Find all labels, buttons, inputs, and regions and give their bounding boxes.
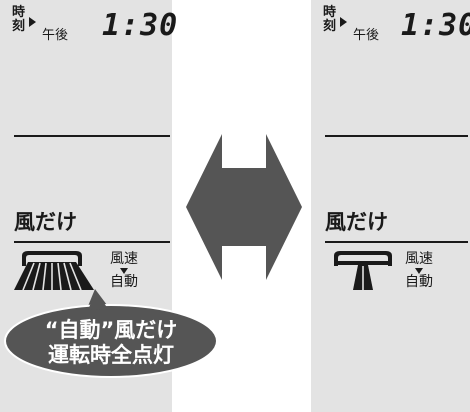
mode-name: 風だけ xyxy=(14,210,77,234)
fan-speed-value: 自動 xyxy=(110,274,138,290)
fan-all-segments-lit-icon xyxy=(14,251,94,291)
fan-speed-label: 風速 xyxy=(110,251,138,267)
time-label: 時刻 xyxy=(12,5,26,34)
divider xyxy=(325,135,468,137)
clock-time: 1:30 xyxy=(102,8,179,43)
divider xyxy=(14,135,170,137)
fan-speed-label: 風速 xyxy=(405,251,433,267)
callout-text: “自動”風だけ 運転時全点灯 xyxy=(16,318,206,368)
triangle-pointer-icon xyxy=(29,17,36,27)
down-arrow-icon xyxy=(415,268,423,274)
callout-bubble xyxy=(4,289,218,378)
callout-line-2: 運転時全点灯 xyxy=(48,343,174,367)
display-panel-right: 時刻 午後 1:30 風だけ 風速 自動 xyxy=(311,0,470,412)
double-headed-arrow-icon xyxy=(186,134,302,280)
ampm-indicator: 午後 xyxy=(353,28,380,43)
callout-line-1: “自動”風だけ xyxy=(44,318,178,342)
divider xyxy=(325,241,468,243)
time-label: 時刻 xyxy=(323,5,337,34)
triangle-pointer-icon xyxy=(340,17,347,27)
mode-name: 風だけ xyxy=(325,210,388,234)
clock-time: 1:30 xyxy=(401,8,470,43)
down-arrow-icon xyxy=(120,268,128,274)
fan-speed-indicator: 風速 自動 xyxy=(108,251,140,291)
ampm-indicator: 午後 xyxy=(42,28,69,43)
fan-single-segment-icon xyxy=(334,251,392,290)
divider xyxy=(14,241,170,243)
fan-speed-value: 自動 xyxy=(405,274,433,290)
fan-speed-indicator: 風速 自動 xyxy=(403,251,435,291)
